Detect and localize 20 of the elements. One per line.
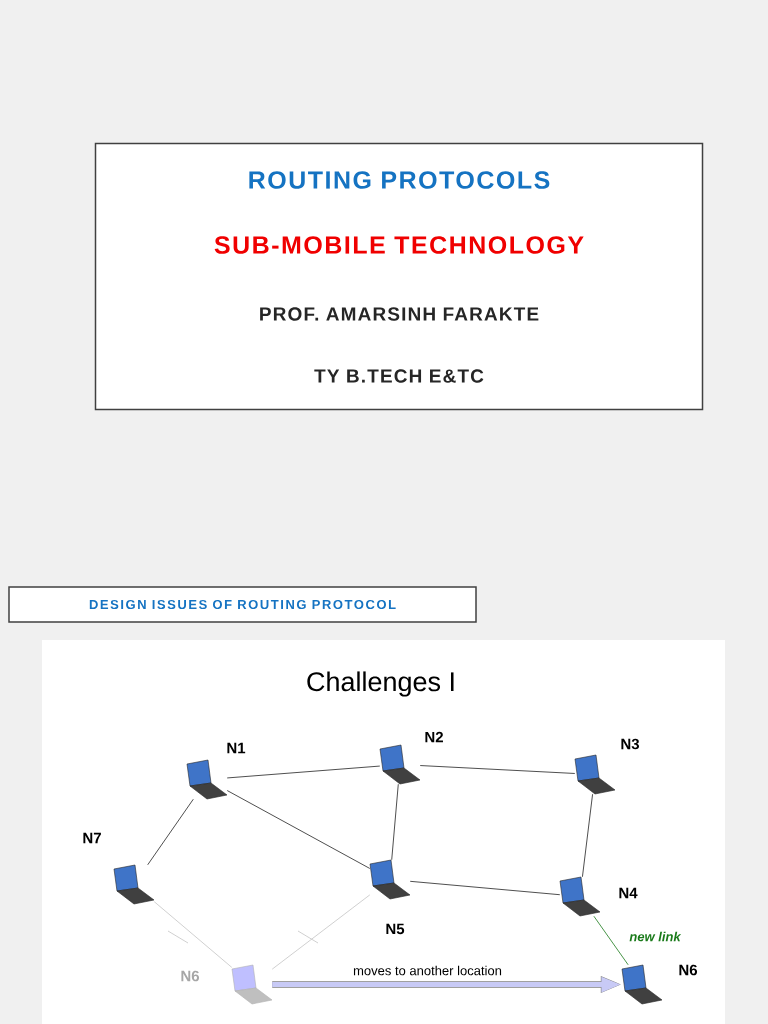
node-label: N1 bbox=[227, 742, 246, 754]
edge-label: new link bbox=[629, 931, 682, 942]
node-label: N4 bbox=[619, 887, 638, 899]
link-line bbox=[391, 783, 399, 861]
node-label: N7 bbox=[83, 832, 101, 844]
title-box: ROUTING PROTOCOLS SUB-MOBILE TECHNOLOGY PROF. AMARSINH FARAKTE TY B.TECH E&TC bbox=[94, 142, 704, 411]
link-line bbox=[419, 765, 576, 774]
node-label: N5 bbox=[386, 923, 405, 935]
node-label: N6 bbox=[181, 970, 200, 982]
link-line bbox=[226, 790, 371, 869]
link-line bbox=[226, 765, 381, 779]
link-line bbox=[593, 915, 629, 966]
node-label: N3 bbox=[621, 738, 640, 750]
edge-label: moves to another location bbox=[353, 965, 502, 976]
link-line bbox=[147, 798, 194, 866]
link-line bbox=[409, 880, 561, 896]
node-label: N6 bbox=[679, 964, 698, 976]
section-heading-box: DESIGN ISSUES OF ROUTING PROTOCOL bbox=[8, 586, 477, 623]
link-line bbox=[582, 793, 593, 878]
node-label: N2 bbox=[425, 731, 443, 743]
